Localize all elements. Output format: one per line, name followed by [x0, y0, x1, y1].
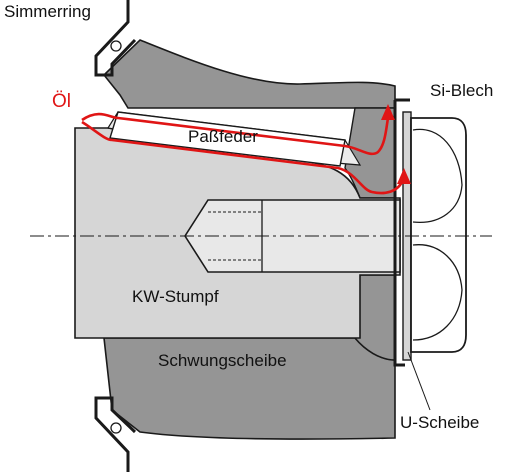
- flywheel-body: [102, 39, 396, 109]
- label-simmerring: Simmerring: [4, 2, 91, 21]
- seal-bottom-spring: [110, 422, 122, 434]
- seal-top-spring: [110, 40, 122, 52]
- seal-top: [94, 0, 137, 77]
- label-schwungscheibe: Schwungscheibe: [158, 351, 287, 370]
- oil-arrow-up-2: [397, 168, 411, 184]
- seal-bottom: [94, 396, 137, 472]
- leader-u-scheibe: [407, 351, 431, 411]
- bolt-head: [410, 117, 467, 353]
- label-kw-stumpf: KW-Stumpf: [132, 287, 219, 306]
- bolt-head-facet-1: [412, 128, 463, 223]
- label-passfeder: Paßfeder: [188, 127, 258, 146]
- oil-path-2: [81, 120, 405, 195]
- label-si-blech: Si-Blech: [430, 81, 494, 100]
- label-u-scheibe: U-Scheibe: [400, 413, 480, 432]
- oil-path: [81, 112, 390, 156]
- label-oil: Öl: [52, 91, 71, 112]
- bolt-head-facet-2: [412, 244, 463, 341]
- oil-arrow-up: [381, 104, 395, 120]
